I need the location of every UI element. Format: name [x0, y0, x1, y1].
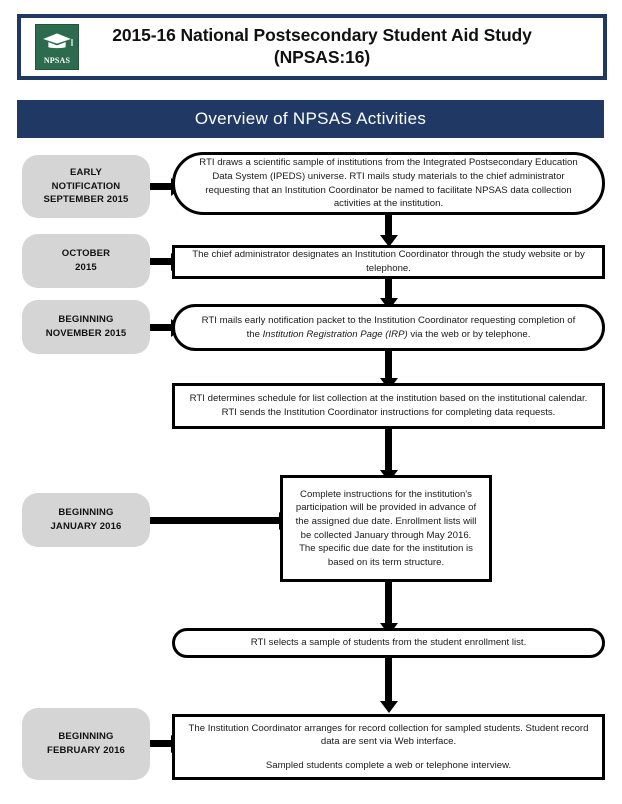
study-title-banner: NPSAS 2015-16 National Postsecondary Stu…	[17, 14, 607, 80]
flow-node-step-5-text: Complete instructions for the institutio…	[295, 488, 477, 568]
arrow-pill-to-step-2	[150, 252, 183, 271]
pill-line-2: NOVEMBER 2015	[45, 328, 127, 339]
step-3-text-before: RTI mails early notification packet to t…	[201, 314, 576, 340]
step-7-paragraph-1: The Institution Coordinator arranges for…	[188, 722, 589, 748]
pill-line-2: FEBRUARY 2016	[47, 745, 125, 756]
pill-line-1: OCTOBER	[61, 248, 111, 260]
timeline-pill-november-2015: BEGINNING NOVEMBER 2015	[22, 300, 150, 354]
flow-node-step-3: RTI mails early notification packet to t…	[172, 304, 605, 351]
step-7-paragraph-gap	[185, 749, 592, 759]
arrow-step-3-to-step-4	[379, 351, 398, 390]
pill-line-1: EARLY	[69, 166, 103, 178]
npsas-logo-text: NPSAS	[43, 56, 71, 65]
flow-node-step-6: RTI selects a sample of students from th…	[172, 628, 605, 658]
timeline-pill-september-2015: EARLY NOTIFICATION SEPTEMBER 2015	[22, 155, 150, 218]
arrow-pill-to-step-3	[150, 318, 183, 337]
flow-node-step-3-text: RTI mails early notification packet to t…	[197, 314, 580, 341]
flow-node-step-4: RTI determines schedule for list collect…	[172, 383, 605, 429]
flow-node-step-5: Complete instructions for the institutio…	[280, 475, 492, 582]
flow-node-step-2: The chief administrator designates an In…	[172, 245, 605, 279]
pill-line-1: BEGINNING	[58, 507, 114, 519]
step-7-paragraph-2: Sampled students complete a web or telep…	[265, 759, 512, 771]
arrow-step-1-to-step-2	[379, 215, 398, 247]
arrow-step-4-to-step-5	[379, 429, 398, 482]
graduation-cap-icon	[40, 32, 74, 49]
arrow-pill-to-step-5	[150, 511, 291, 530]
step-3-text-italic: Institution Registration Page (IRP)	[262, 328, 408, 340]
overview-section-bar: Overview of NPSAS Activities	[17, 100, 604, 138]
arrow-step-6-to-step-7	[379, 658, 398, 713]
timeline-pill-february-2016: BEGINNING FEBRUARY 2016	[22, 708, 150, 780]
npsas-logo: NPSAS	[35, 24, 79, 70]
overview-section-label: Overview of NPSAS Activities	[194, 109, 427, 128]
arrow-pill-to-step-7	[150, 734, 183, 753]
flow-node-step-1: RTI draws a scientific sample of institu…	[172, 152, 605, 215]
pill-line-2: 2015	[75, 262, 97, 273]
page-title-line2: (NPSAS:16)	[273, 47, 371, 67]
arrow-pill-to-step-1	[150, 177, 183, 196]
timeline-pill-october-2015: OCTOBER 2015	[22, 234, 150, 288]
pill-line-2: JANUARY 2016	[50, 521, 122, 532]
arrow-step-5-to-step-6	[379, 582, 398, 635]
flow-node-step-7: The Institution Coordinator arranges for…	[172, 714, 605, 780]
step-3-text-after: via the web or by telephone.	[407, 328, 531, 340]
pill-line-1: BEGINNING	[58, 731, 114, 743]
flow-node-step-7-text: The Institution Coordinator arranges for…	[185, 722, 592, 773]
pill-line-3: SEPTEMBER 2015	[43, 194, 129, 206]
flow-node-step-2-text: The chief administrator designates an In…	[192, 249, 585, 274]
pill-line-1: BEGINNING	[58, 314, 114, 326]
arrow-step-2-to-step-3	[379, 279, 398, 310]
flow-node-step-1-text: RTI draws a scientific sample of institu…	[199, 157, 578, 210]
page-title-line1: 2015-16 National Postsecondary Student A…	[112, 25, 532, 46]
pill-line-2: NOTIFICATION	[51, 180, 121, 192]
flow-node-step-6-text: RTI selects a sample of students from th…	[250, 637, 527, 649]
flow-node-step-4-text: RTI determines schedule for list collect…	[189, 393, 588, 418]
page-title: 2015-16 National Postsecondary Student A…	[87, 25, 603, 69]
timeline-pill-january-2016: BEGINNING JANUARY 2016	[22, 493, 150, 547]
